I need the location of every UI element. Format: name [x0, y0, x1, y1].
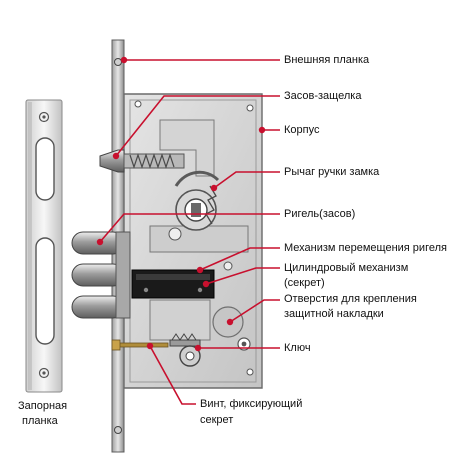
set-screw	[111, 339, 169, 351]
dot-cylinder	[202, 280, 210, 288]
label-outer-plate: Внешняя планка	[284, 54, 370, 66]
callout-handle-lever	[213, 171, 280, 189]
callout-dots	[96, 56, 266, 352]
label-screw-line1: Винт, фиксирующий	[200, 398, 303, 410]
label-holes-line1: Отверстия для крепления	[284, 293, 417, 305]
dot-holes	[226, 318, 234, 326]
label-holes-line2: защитной накладки	[284, 308, 384, 320]
label-body: Корпус	[284, 124, 320, 136]
dead-bolts	[71, 231, 131, 319]
label-cylinder-line1: Цилиндровый механизм	[284, 262, 409, 274]
dot-handle-lever	[210, 184, 218, 192]
label-strike-line1: Запорная	[18, 400, 68, 412]
dot-screw	[146, 342, 154, 350]
label-cylinder-line2: (секрет)	[284, 277, 325, 289]
callout-bolt-mechanism	[199, 247, 280, 271]
cylinder-mechanism	[131, 269, 215, 299]
dot-outer-plate	[120, 56, 128, 64]
label-screw-line2: секрет	[200, 414, 234, 426]
callout-bolt	[99, 213, 280, 243]
callout-lines	[99, 59, 280, 405]
label-bolt-mechanism: Механизм перемещения ригеля	[284, 242, 447, 254]
key	[169, 333, 201, 367]
latch-bolt	[99, 149, 185, 173]
label-bolt: Ригель(засов)	[284, 208, 356, 220]
dot-latch	[112, 152, 120, 160]
dot-body	[258, 126, 266, 134]
label-latch: Засов-защелка	[284, 90, 362, 102]
dot-bolt-mechanism	[196, 266, 204, 274]
callout-screw	[149, 345, 196, 405]
dot-key	[194, 344, 202, 352]
callout-latch	[115, 95, 280, 157]
label-key: Ключ	[284, 342, 311, 354]
handle-lever	[174, 170, 220, 231]
label-handle-lever: Рычаг ручки замка	[284, 166, 380, 178]
callout-cylinder	[205, 267, 280, 285]
dot-bolt	[96, 238, 104, 246]
strike-plate	[25, 99, 63, 393]
callout-holes	[229, 299, 280, 323]
label-strike-line2: планка	[22, 415, 58, 427]
